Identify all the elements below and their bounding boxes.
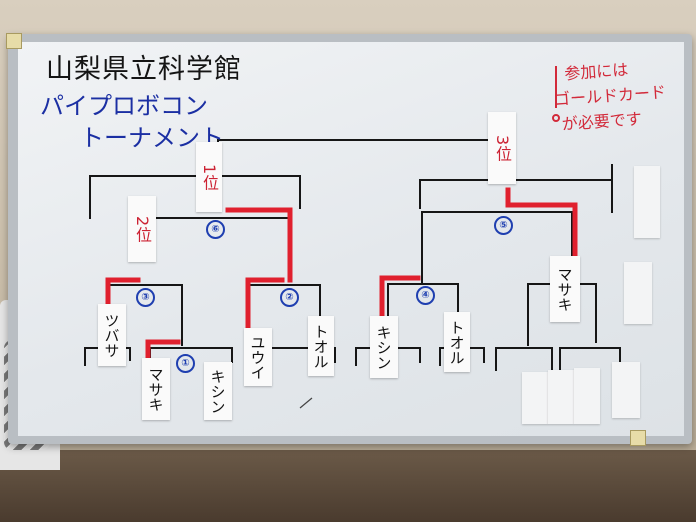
player-card-masaki-right: マサキ: [550, 256, 580, 322]
match-number-1: ①: [176, 354, 195, 373]
winner-path-tsubasa: [105, 277, 141, 308]
rank-card-first: 1位: [196, 142, 222, 212]
blank-card: [548, 370, 574, 424]
winner-path-yuui: [245, 277, 285, 329]
blank-card: [522, 372, 548, 424]
rank-card-second: 2位: [128, 196, 156, 262]
title-museum: 山梨県立科学館: [46, 54, 242, 85]
player-card-tsubasa: ツバサ: [98, 304, 126, 366]
winner-path-masaki-right: [505, 187, 578, 259]
winner-path-final: [225, 207, 293, 283]
winner-path-kishin: [379, 275, 421, 319]
title-event: パイプロボコン: [40, 92, 208, 120]
match-number-5: ⑤: [494, 216, 513, 235]
player-card-kishin-left: キシン: [204, 362, 232, 420]
player-card-toru-right: トオル: [444, 312, 470, 372]
frame-corner-top-left: [6, 33, 22, 49]
player-card-masaki-left: マサキ: [142, 358, 170, 420]
blank-card: [634, 166, 660, 238]
winner-path-masaki-r1: [145, 339, 181, 361]
blank-card: [612, 362, 640, 418]
match-number-3: ③: [136, 288, 155, 307]
match-number-6: ⑥: [206, 220, 225, 239]
floor: [0, 450, 696, 522]
player-card-yuui: ユウイ: [244, 328, 272, 386]
player-card-toru-left: トオル: [308, 316, 334, 376]
gold-card-notice: 参加には ゴールドカード が必要です: [552, 54, 677, 137]
match-number-4: ④: [416, 286, 435, 305]
blank-card: [624, 262, 652, 324]
rank-card-third: 3位: [488, 112, 516, 184]
player-card-kishin-right: キシン: [370, 316, 398, 378]
match-number-2: ②: [280, 288, 299, 307]
frame-corner-bottom-right: [630, 430, 646, 446]
blank-card: [574, 368, 600, 424]
